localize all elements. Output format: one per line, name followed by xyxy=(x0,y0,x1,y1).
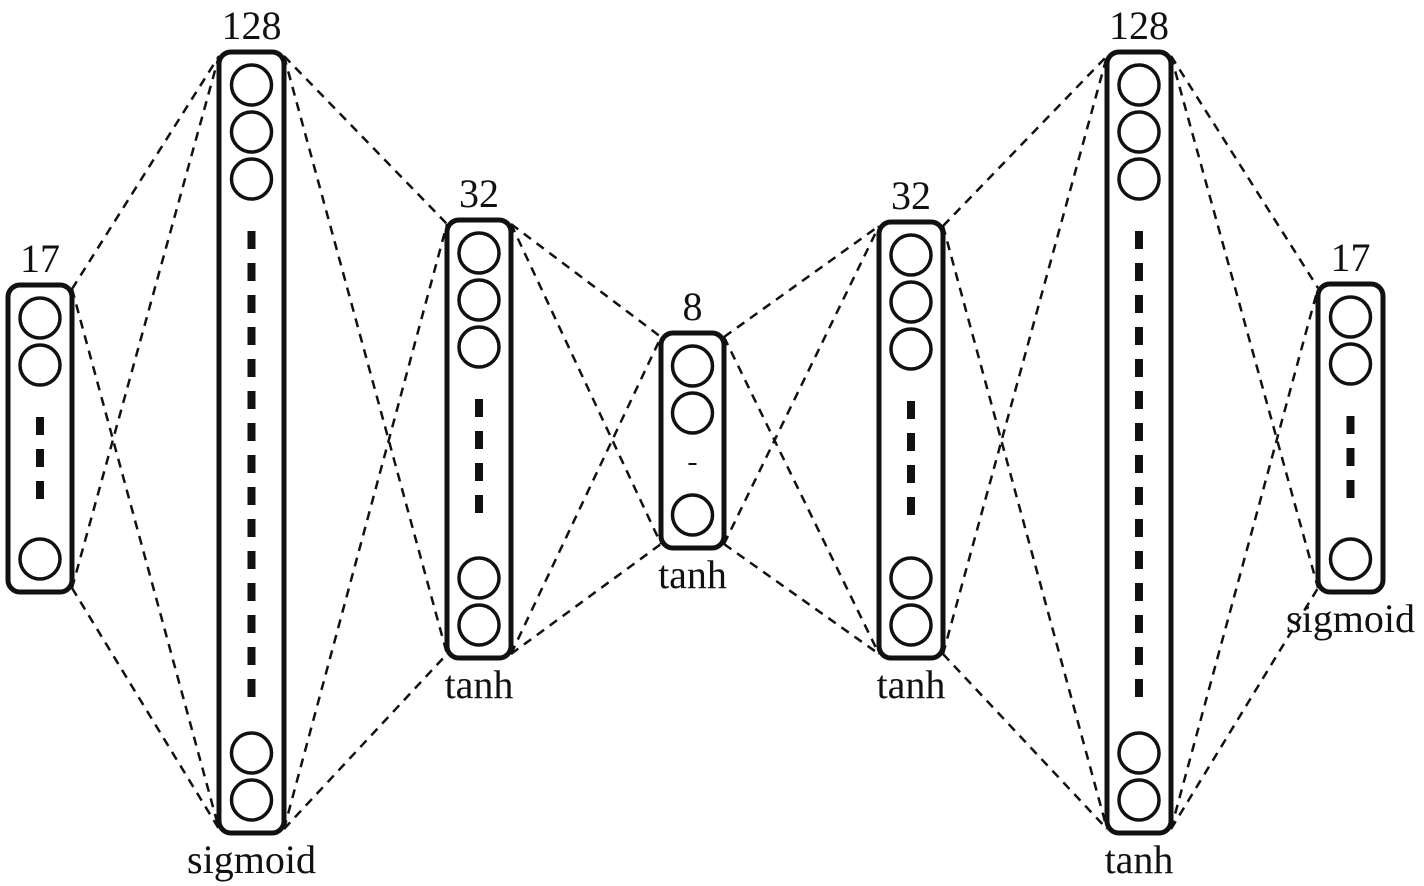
connection-line xyxy=(70,587,221,830)
neuron-circle xyxy=(229,731,274,775)
neuron-circle xyxy=(889,233,933,277)
neuron-circle xyxy=(1328,537,1373,581)
neuron-circle xyxy=(1117,63,1161,107)
layer-box xyxy=(1315,281,1386,595)
connection-line xyxy=(1169,55,1320,589)
connection-line xyxy=(722,225,881,545)
layer-input: 17 xyxy=(5,236,75,595)
connection-line xyxy=(722,336,881,655)
layer-size-label: 128 xyxy=(222,3,282,48)
neuron-circle xyxy=(670,493,715,537)
connection-line xyxy=(70,55,221,290)
layer-activation-label: tanh xyxy=(877,662,946,707)
layer-box xyxy=(216,49,287,836)
neuron-circle xyxy=(229,63,274,107)
layer-box xyxy=(1104,49,1174,836)
connection-line xyxy=(1169,55,1320,289)
neuron-circle xyxy=(18,343,62,387)
layer-latent-8: 8 tanh xyxy=(658,284,727,597)
neuron-circle xyxy=(457,278,501,322)
connection-line xyxy=(942,55,1108,227)
connection-line xyxy=(283,653,448,830)
connection-line xyxy=(723,224,880,339)
connection-line xyxy=(723,542,880,656)
neuron-circle xyxy=(1117,110,1161,154)
connection-line xyxy=(941,225,1109,830)
layer-size-label: 8 xyxy=(683,284,703,329)
layer-size-label: 32 xyxy=(891,173,931,218)
layer-activation-label: sigmoid xyxy=(1286,596,1415,641)
neuron-circle xyxy=(1117,731,1161,775)
neuron-circle xyxy=(1328,342,1373,386)
neuron-circle xyxy=(670,344,715,388)
neuron-circle xyxy=(457,325,501,369)
layer-box xyxy=(658,330,727,551)
connection-line xyxy=(510,542,662,656)
neuron-circle xyxy=(1117,778,1161,822)
connection-line xyxy=(941,55,1109,655)
connection-line xyxy=(1169,287,1320,830)
layer-encoder-32: 32 tanh xyxy=(444,171,514,707)
layer-decoder-128: 128 tanh xyxy=(1104,3,1174,882)
connection-line xyxy=(509,223,663,545)
connection-line xyxy=(942,653,1108,830)
layer-activation-label: tanh xyxy=(445,662,514,707)
connection-line xyxy=(70,288,221,830)
connection-line xyxy=(282,55,449,655)
neuron-circle xyxy=(18,537,62,581)
neuron-circle xyxy=(889,280,933,324)
layer-encoder-128: 128 sigmoid xyxy=(187,3,316,882)
neuron-circle xyxy=(1117,157,1161,201)
connection-line xyxy=(282,223,449,830)
layer-size-label: 17 xyxy=(20,236,60,281)
neuron-circle xyxy=(889,603,933,647)
connection-line xyxy=(70,55,221,589)
neuron-circle xyxy=(889,556,933,600)
layer-size-label: 32 xyxy=(459,171,499,216)
neuron-circle xyxy=(457,603,501,647)
neuron-circle xyxy=(670,391,715,435)
neuron-circle xyxy=(229,157,274,201)
connection-line xyxy=(283,55,448,225)
layer-decoder-32: 32 tanh xyxy=(876,173,946,707)
connection-line xyxy=(510,223,662,338)
neuron-circle xyxy=(229,778,274,822)
neuron-circle xyxy=(229,110,274,154)
neuron-circle xyxy=(889,327,933,371)
neuron-circle xyxy=(457,231,501,275)
layer-box xyxy=(5,282,75,595)
neuron-circle xyxy=(1328,295,1373,339)
connection-line xyxy=(509,336,663,655)
neuron-circle xyxy=(18,296,62,340)
layer-activation-label: sigmoid xyxy=(187,837,316,882)
layer-activation-label: tanh xyxy=(658,552,727,597)
neuron-circle xyxy=(457,556,501,600)
layer-activation-label: tanh xyxy=(1105,837,1174,882)
connection-edges xyxy=(70,55,1320,830)
layer-size-label: 17 xyxy=(1331,235,1371,280)
layer-output: 17 sigmoid xyxy=(1286,235,1415,641)
layer-size-label: 128 xyxy=(1109,3,1169,48)
